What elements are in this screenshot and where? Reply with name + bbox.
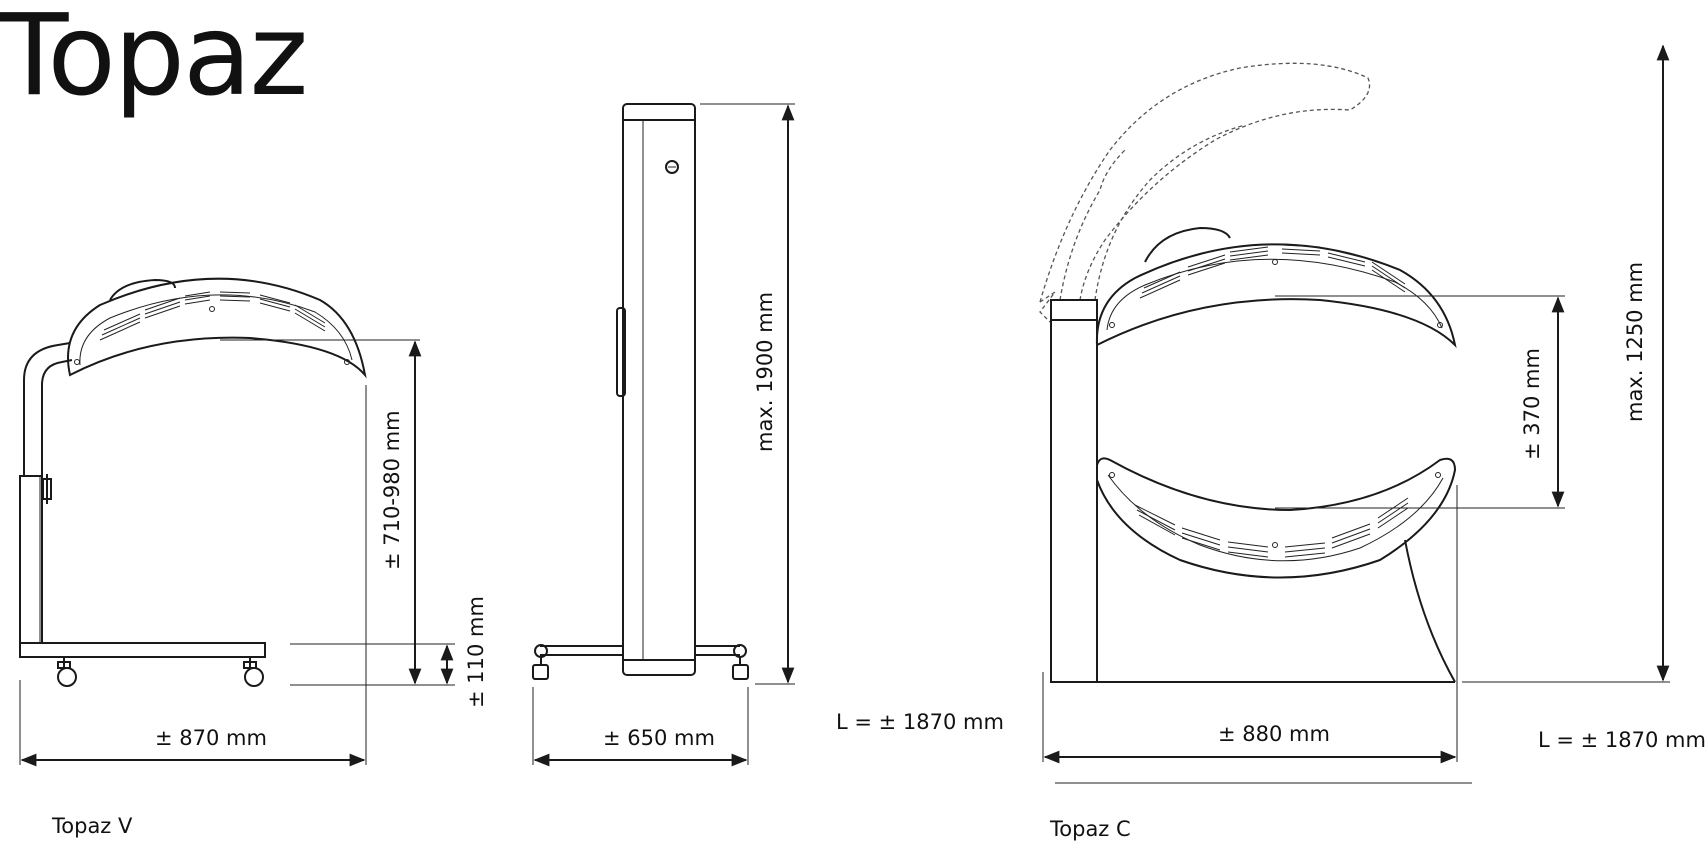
dim-v-base-height: ± 110 mm [464,596,488,708]
v-wheel-left [57,657,77,687]
side-column [622,103,696,676]
side-view-drawing [532,103,795,767]
dim-c-height: max. 1250 mm [1623,261,1647,422]
dim-c-gap: ± 370 mm [1520,348,1544,460]
dim-c-length: L = ± 1870 mm [1538,728,1706,752]
caption-topaz-v: Topaz V [52,814,133,838]
c-upper-vents [1139,244,1406,299]
v-column-lower [19,475,43,644]
c-bed-lower [1096,457,1457,579]
dim-side-width: ± 650 mm [603,726,715,750]
page-title: Topaz [0,0,308,121]
dim-side-length: L = ± 1870 mm [836,710,1004,734]
v-canopy-vents [99,291,326,341]
v-canopy [67,277,367,379]
c-body-column [1050,299,1098,683]
topaz-v-drawing [19,277,455,767]
c-lower-vents [1134,497,1409,558]
c-canopy-upper [1095,243,1457,349]
dim-c-width: ± 880 mm [1218,722,1330,746]
v-base-bar [19,642,266,658]
caption-topaz-c: Topaz C [1050,817,1131,841]
dim-v-width: ± 870 mm [155,726,267,750]
v-wheel-right [243,657,264,687]
v-column-upper [23,342,73,476]
dim-side-height: max. 1900 mm [753,291,777,452]
topaz-c-drawing [1039,44,1670,784]
c-canopy-raised-dashed [1039,62,1371,303]
dim-v-height-range: ± 710-980 mm [380,410,404,570]
